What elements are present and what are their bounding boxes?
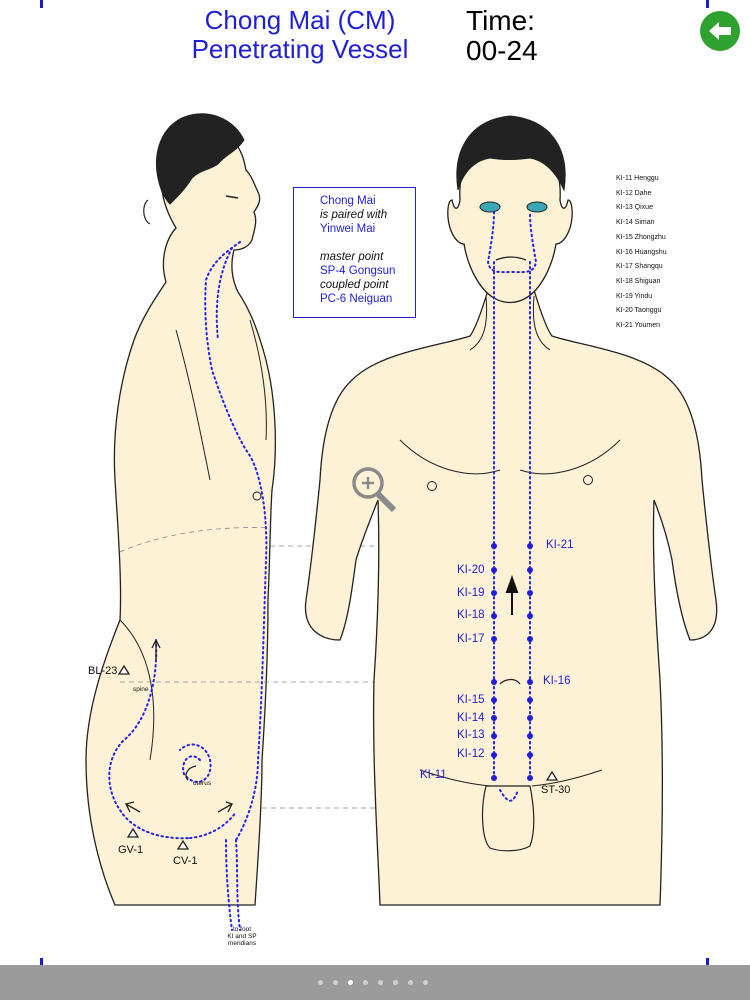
front-view-right-eye (526, 201, 548, 213)
title-line-1: Chong Mai (CM) (204, 5, 396, 35)
label-ki19: KI-19 (457, 587, 485, 599)
page-dot-2[interactable] (333, 980, 338, 985)
point-list-item: KI-16 Huangshu (616, 248, 667, 256)
label-ki11: KI-11 (420, 769, 447, 781)
corner-mark-top-left (40, 0, 43, 8)
point-list-item: KI-19 Yindu (616, 292, 653, 300)
side-view-body (85, 129, 276, 906)
label-ki20: KI-20 (457, 564, 485, 576)
side-view-nipple (252, 491, 262, 501)
page-dot-1[interactable] (318, 980, 323, 985)
front-view-hair (456, 115, 566, 192)
bl23-marker (117, 664, 131, 675)
front-view-channel (486, 211, 538, 802)
point-list-item: KI-13 Qixue (616, 204, 653, 212)
point-list-item: KI-17 Shangqu (616, 263, 663, 271)
label-spine: spine (133, 686, 149, 693)
front-view-navel (499, 678, 521, 685)
label-ki21: KI-21 (546, 539, 574, 551)
side-view-buttock-line (119, 619, 155, 761)
front-view-genital (481, 785, 535, 852)
front-view-left-eye (479, 201, 501, 213)
side-arrow-up (151, 639, 161, 660)
label-ki12: KI-12 (457, 748, 485, 760)
side-view-ear (143, 199, 151, 225)
side-view-channel (108, 241, 268, 931)
label-ki14: KI-14 (457, 712, 485, 724)
info-line-6: coupled point (320, 279, 389, 291)
pairing-info-box: Chong Mai is paired with Yinwei Mai mast… (293, 187, 416, 318)
title-line-2: Penetrating Vessel (191, 34, 409, 64)
info-line-4: master point (320, 251, 384, 263)
page-dot-8[interactable] (423, 980, 428, 985)
side-view-arm-line (175, 329, 211, 481)
label-ki16: KI-16 (543, 675, 571, 687)
info-line-5: SP-4 Gongsun (320, 265, 396, 277)
page-dot-5[interactable] (378, 980, 383, 985)
point-list-item: KI-21 Youmen (616, 322, 660, 330)
label-st30: ST-30 (541, 784, 571, 796)
page-dot-3-active[interactable] (348, 980, 353, 985)
info-line-7: PC-6 Neiguan (320, 293, 393, 305)
info-line-2: is paired with (320, 209, 388, 221)
side-view-hair (155, 113, 245, 205)
point-name-list: KI-11 Henggu KI-12 Dahe KI-13 Qixue KI-1… (616, 172, 667, 334)
point-list-item: KI-18 Shiguan (616, 277, 661, 285)
point-list-item: KI-11 Henggu (616, 175, 659, 182)
page-dot-6[interactable] (393, 980, 398, 985)
info-line-3: Yinwei Mai (320, 223, 376, 235)
front-view-mouth (495, 256, 527, 261)
page-dot-7[interactable] (408, 980, 413, 985)
cv1-marker (176, 839, 190, 850)
side-point-markers (117, 664, 190, 850)
corner-mark-top-right (706, 0, 709, 8)
label-gv1: GV-1 (118, 844, 144, 856)
foot-note: to foot KI and SP meridians (222, 926, 262, 947)
label-uterus: uterus (193, 780, 212, 787)
corner-mark-bottom-left (40, 958, 43, 966)
label-cv1: CV-1 (173, 855, 198, 867)
side-arrow-front (217, 801, 234, 813)
front-view-neck (469, 295, 551, 351)
point-list-item: KI-15 Zhongzhu (616, 233, 666, 241)
front-arrow-up (505, 575, 519, 615)
gv1-marker (126, 827, 140, 838)
back-button[interactable] (700, 11, 740, 51)
page-title: Chong Mai (CM) Penetrating Vessel (150, 6, 450, 64)
foot-note-line-1: to foot (232, 926, 252, 933)
time-block: Time: 00-24 (466, 6, 538, 66)
st30-marker (545, 770, 559, 781)
ki-point-dots (491, 543, 533, 781)
front-view-right-nipple (583, 475, 593, 485)
front-view-left-nipple (427, 481, 437, 491)
foot-note-line-3: meridians (227, 940, 257, 947)
page-dot-4[interactable] (363, 980, 368, 985)
label-ki17: KI-17 (457, 633, 485, 645)
side-arrow-back (124, 801, 141, 813)
point-list-item: KI-14 Siman (616, 219, 655, 227)
foot-note-line-2: KI and SP (227, 933, 257, 940)
page-indicator-bar (0, 965, 750, 1000)
magnifier-icon (352, 467, 397, 513)
label-ki18: KI-18 (457, 609, 485, 621)
time-value: 00-24 (466, 35, 538, 66)
side-arrow-uterus (185, 765, 197, 781)
time-label: Time: (466, 5, 535, 36)
label-ki13: KI-13 (457, 729, 485, 741)
arrow-left-icon (709, 22, 731, 40)
info-line-1: Chong Mai (320, 195, 376, 207)
label-bl23: BL-23 (88, 665, 118, 677)
point-list-item: KI-12 Dahe (616, 189, 652, 197)
point-list-item: KI-20 Taonggu (616, 307, 662, 315)
side-view-chest-line (249, 319, 267, 441)
label-ki15: KI-15 (457, 694, 485, 706)
side-view-eye (225, 195, 239, 199)
front-view-groin (419, 769, 603, 787)
corner-mark-bottom-right (706, 958, 709, 966)
